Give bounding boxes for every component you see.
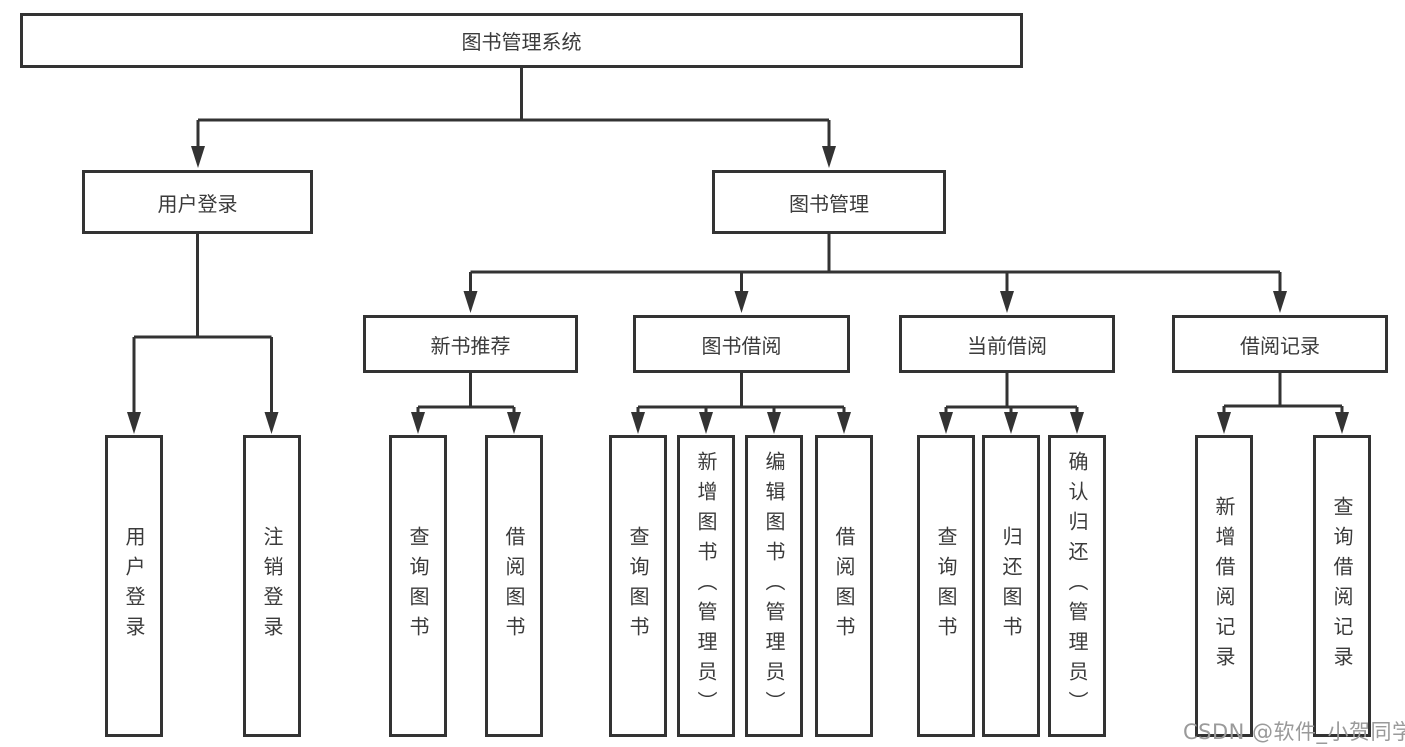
arrow-down-icon xyxy=(837,412,851,434)
node-user-login: 用户登录 xyxy=(82,170,313,234)
arrow-down-icon xyxy=(1004,412,1018,434)
leaf-borrow-books-label: 借阅图书 xyxy=(832,526,856,646)
arrow-down-icon xyxy=(699,412,713,434)
leaf-edit-books-admin-label: 编辑图书（管理员） xyxy=(762,451,786,721)
arrow-down-icon xyxy=(767,412,781,434)
leaf-confirm-return-admin-label: 确认归还（管理员） xyxy=(1065,451,1089,721)
arrow-down-icon xyxy=(734,291,749,313)
leaf-query-books-rec-label: 查询图书 xyxy=(406,526,430,646)
node-book-borrow-label: 图书借阅 xyxy=(701,333,782,358)
leaf-borrow-books-rec-label: 借阅图书 xyxy=(502,526,526,646)
leaf-borrow-books-rec: 借阅图书 xyxy=(485,435,543,737)
connector-new-book-rec xyxy=(416,373,516,422)
leaf-borrow-books: 借阅图书 xyxy=(815,435,873,737)
csdn-watermark: CSDN @软件_小贺同学 xyxy=(1183,720,1405,744)
leaf-add-borrow-record: 新增借阅记录 xyxy=(1195,435,1253,737)
arrow-down-icon xyxy=(1273,291,1287,313)
connector-book-mgmt xyxy=(469,234,1282,298)
leaf-query-books-borrow-label: 查询图书 xyxy=(626,526,650,646)
node-book-borrow: 图书借阅 xyxy=(633,315,850,373)
leaf-query-books-borrow: 查询图书 xyxy=(609,435,667,737)
arrow-down-icon xyxy=(1000,291,1014,313)
arrow-down-icon xyxy=(264,412,279,434)
connector-current-borrow xyxy=(944,373,1079,422)
node-root-label: 图书管理系统 xyxy=(461,30,582,54)
node-book-mgmt-label: 图书管理 xyxy=(789,191,869,216)
leaf-add-books-admin: 新增图书（管理员） xyxy=(677,435,735,737)
arrow-down-icon xyxy=(1335,412,1349,434)
node-root: 图书管理系统 xyxy=(20,13,1023,68)
arrow-down-icon xyxy=(507,412,521,434)
leaf-query-books-current: 查询图书 xyxy=(917,435,975,737)
arrow-down-icon xyxy=(939,412,953,434)
arrow-down-icon xyxy=(411,412,425,434)
arrow-down-icon xyxy=(127,412,141,434)
node-user-login-label: 用户登录 xyxy=(157,191,238,216)
leaf-user-login: 用户登录 xyxy=(105,435,163,737)
leaf-logout-label: 注销登录 xyxy=(260,526,284,646)
leaf-confirm-return-admin: 确认归还（管理员） xyxy=(1048,435,1106,737)
connector-book-borrow xyxy=(636,373,846,422)
node-new-book-rec: 新书推荐 xyxy=(363,315,578,373)
node-borrow-record: 借阅记录 xyxy=(1172,315,1388,373)
arrow-down-icon xyxy=(463,291,478,313)
leaf-edit-books-admin: 编辑图书（管理员） xyxy=(745,435,803,737)
leaf-user-login-label: 用户登录 xyxy=(122,526,146,646)
connector-user-login xyxy=(132,234,273,422)
arrow-down-icon xyxy=(822,146,836,168)
node-new-book-rec-label: 新书推荐 xyxy=(430,333,511,358)
node-current-borrow: 当前借阅 xyxy=(899,315,1115,373)
leaf-logout: 注销登录 xyxy=(243,435,301,737)
arrow-down-icon xyxy=(1070,412,1084,434)
leaf-query-borrow-record-label: 查询借阅记录 xyxy=(1330,496,1354,676)
arrow-down-icon xyxy=(1217,412,1231,434)
node-current-borrow-label: 当前借阅 xyxy=(967,333,1047,358)
leaf-add-borrow-record-label: 新增借阅记录 xyxy=(1212,496,1236,676)
arrow-down-icon xyxy=(191,146,205,168)
leaf-add-books-admin-label: 新增图书（管理员） xyxy=(694,451,718,721)
leaf-query-books-current-label: 查询图书 xyxy=(934,526,958,646)
node-book-mgmt: 图书管理 xyxy=(712,170,946,234)
node-borrow-record-label: 借阅记录 xyxy=(1240,333,1320,358)
arrow-down-icon xyxy=(631,412,645,434)
leaf-return-books: 归还图书 xyxy=(982,435,1040,737)
leaf-query-books-rec: 查询图书 xyxy=(389,435,447,737)
leaf-return-books-label: 归还图书 xyxy=(999,526,1023,646)
leaf-query-borrow-record: 查询借阅记录 xyxy=(1313,435,1371,737)
connector-borrow-record xyxy=(1222,373,1344,422)
connector-root xyxy=(196,68,831,152)
